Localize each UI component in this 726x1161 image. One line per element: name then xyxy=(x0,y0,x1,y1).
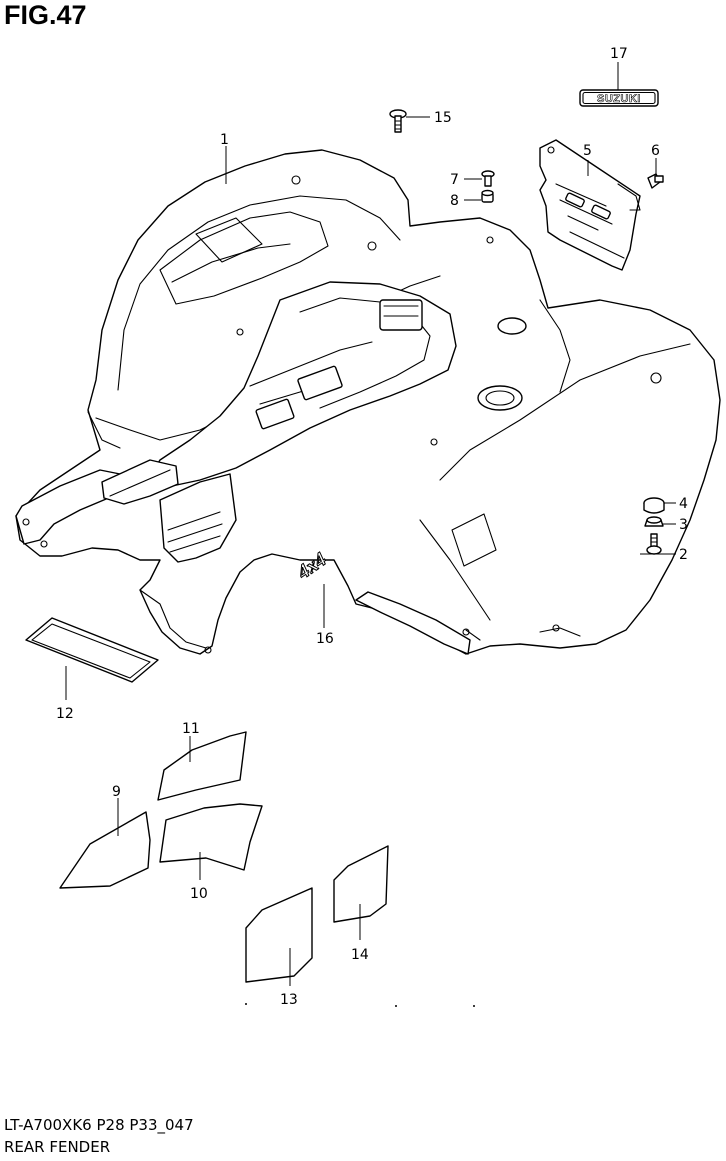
callout-8: 8 xyxy=(450,193,459,209)
callout-6: 6 xyxy=(651,143,660,159)
callout-14: 14 xyxy=(351,947,369,963)
callout-3: 3 xyxy=(679,517,688,533)
part-13-label xyxy=(245,887,313,983)
callout-13: 13 xyxy=(280,992,298,1008)
emblem-text: SUZUKI xyxy=(597,93,641,105)
callout-11: 11 xyxy=(182,721,200,737)
callout-5: 5 xyxy=(583,143,592,159)
section-name: REAR FENDER xyxy=(4,1138,111,1156)
callout-1: 1 xyxy=(220,132,229,148)
callout-12: 12 xyxy=(56,706,74,722)
model-code: LT-A700XK6 P28 P33_047 xyxy=(4,1116,194,1134)
callout-16: 16 xyxy=(316,631,334,647)
part-17-suzuki-emblem: SUZUKI xyxy=(579,89,659,107)
callout-numbers: 1 2 3 4 5 6 7 8 9 10 11 12 13 14 15 16 1… xyxy=(56,46,688,1008)
part-6-bolt xyxy=(647,173,664,189)
part-4-grommet xyxy=(643,497,665,514)
callout-15: 15 xyxy=(434,110,452,126)
callout-9: 9 xyxy=(112,784,121,800)
part-14-label xyxy=(333,845,389,923)
part-1-rear-fender xyxy=(15,149,721,655)
part-15-bolt xyxy=(389,109,407,133)
callout-2: 2 xyxy=(679,547,688,563)
part-3-collar xyxy=(644,516,664,527)
part-7-screw xyxy=(481,170,495,187)
part-12-label xyxy=(25,617,159,683)
part-8-collar xyxy=(481,189,494,203)
callout-10: 10 xyxy=(190,886,208,902)
part-5-bracket xyxy=(539,139,641,271)
callout-7: 7 xyxy=(450,172,459,188)
part-9-decal xyxy=(59,811,151,889)
part-10-decal xyxy=(159,803,263,871)
figure-title: FIG.47 xyxy=(4,0,87,30)
part-11-decal xyxy=(157,731,247,801)
leader-lines xyxy=(65,62,676,986)
callout-4: 4 xyxy=(679,496,688,512)
callout-17: 17 xyxy=(610,46,628,62)
